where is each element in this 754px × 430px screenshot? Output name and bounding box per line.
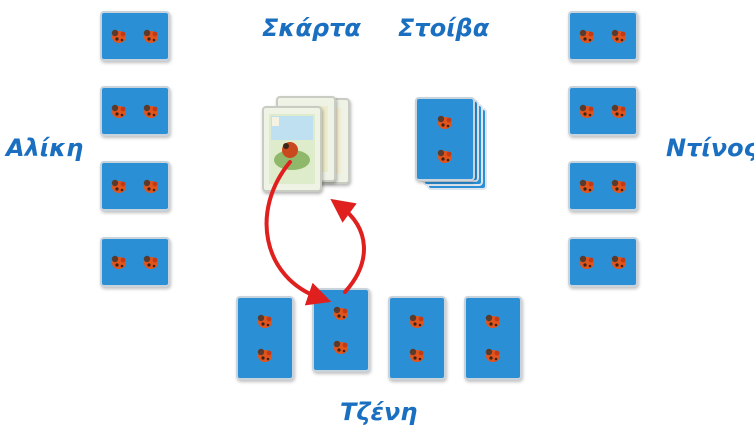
bottom-player-card[interactable] — [236, 296, 294, 380]
player-bottom-name: Τζένη — [340, 398, 418, 426]
arrow-hand-to-discard — [330, 198, 366, 294]
stock-top-card[interactable] — [415, 97, 475, 181]
player-left-name: Αλίκη — [6, 134, 84, 162]
discard-top-card[interactable] — [262, 106, 322, 192]
right-player-card — [568, 237, 638, 287]
right-player-card — [568, 86, 638, 136]
bottom-player-card-selected[interactable] — [312, 288, 370, 372]
left-player-card — [100, 11, 170, 61]
arrow-discard-to-hand — [264, 160, 332, 306]
bottom-player-card[interactable] — [388, 296, 446, 380]
right-player-card — [568, 161, 638, 211]
left-player-card — [100, 86, 170, 136]
left-player-card — [100, 161, 170, 211]
player-right-name: Ντίνος — [666, 134, 754, 162]
bottom-player-card[interactable] — [464, 296, 522, 380]
left-player-card — [100, 237, 170, 287]
right-player-card — [568, 11, 638, 61]
stock-pile-label: Στοίβα — [398, 14, 490, 42]
discard-pile-label: Σκάρτα — [262, 14, 361, 42]
